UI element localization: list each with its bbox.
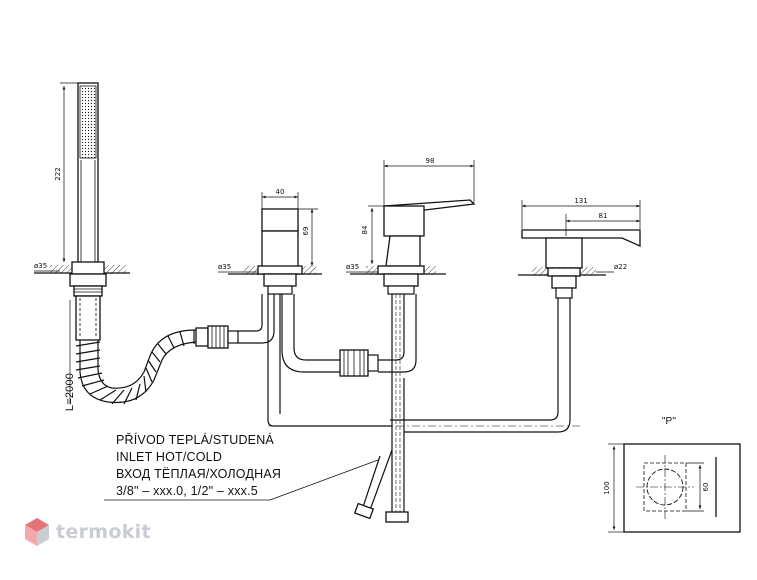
dim-detail-outer: 100 bbox=[603, 481, 611, 494]
dim-mixer-width: 98 bbox=[426, 157, 435, 165]
hand-shower bbox=[34, 82, 130, 341]
detail-p-label: "P" bbox=[662, 416, 677, 427]
mixer-body bbox=[350, 199, 476, 295]
diverter bbox=[228, 208, 322, 295]
inlet-fitting-left bbox=[353, 502, 375, 520]
dim-diverter-hole: ø35 bbox=[218, 263, 231, 271]
inlet-note-sizes: 3/8" – xxx.0, 1/2" – xxx.5 bbox=[116, 484, 258, 498]
dim-spout-hole: ø22 bbox=[614, 263, 627, 271]
dim-spout-projection: 81 bbox=[599, 212, 608, 220]
dim-diverter-height: 69 bbox=[302, 227, 310, 236]
dim-spout-width: 131 bbox=[574, 197, 587, 205]
brand-watermark: termokit bbox=[24, 517, 151, 547]
dimension-lines bbox=[34, 82, 641, 501]
inlet-note-en: INLET HOT/COLD bbox=[116, 450, 222, 464]
dim-mixer-hole: ø35 bbox=[346, 263, 359, 271]
pipe-coupling bbox=[339, 349, 379, 377]
inlet-fitting-right bbox=[385, 511, 409, 523]
diverter-pipes bbox=[238, 294, 390, 427]
brand-logo-icon bbox=[25, 518, 49, 546]
spout bbox=[390, 229, 641, 433]
dim-handshower-hole: ø35 bbox=[34, 262, 47, 270]
inlet-note-ru: ВХОД ТЁПЛАЯ/ХОЛОДНАЯ bbox=[116, 467, 281, 481]
detail-p-view bbox=[608, 443, 741, 533]
dim-mixer-height: 84 bbox=[361, 225, 369, 234]
dim-diverter-width: 40 bbox=[276, 188, 285, 196]
shower-hose bbox=[75, 329, 208, 405]
dim-hose-length: L=2000 bbox=[64, 373, 76, 411]
hose-connector bbox=[195, 325, 239, 349]
dim-detail-inner: 60 bbox=[702, 483, 710, 492]
mixer-pipes bbox=[361, 294, 417, 516]
inlet-note-cz: PŘÍVOD TEPLÁ/STUDENÁ bbox=[116, 432, 274, 447]
brand-name: termokit bbox=[56, 521, 151, 543]
dim-handshower-height: 222 bbox=[54, 167, 62, 180]
